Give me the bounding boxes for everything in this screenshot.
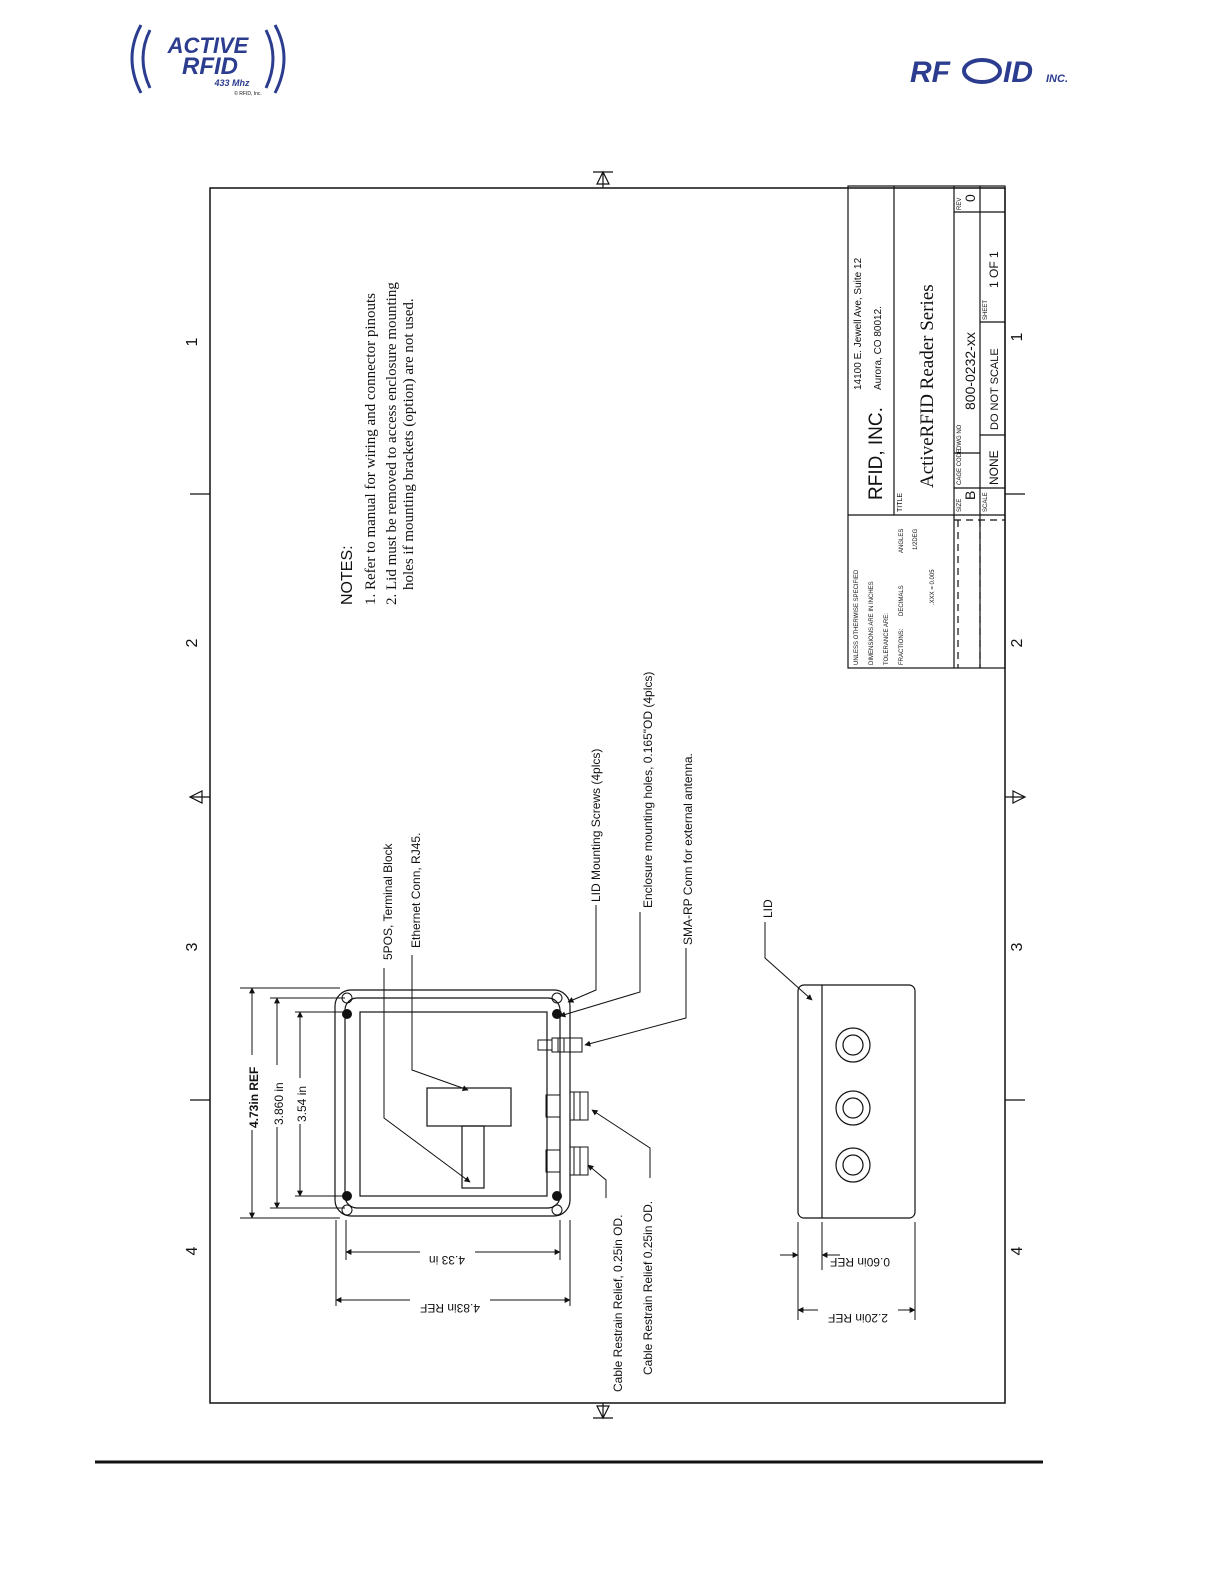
note-2-continued: holes if mounting brackets (option) are … <box>401 298 417 590</box>
lid-mounting-screw-icons <box>341 992 563 1216</box>
zone-number-right-3: 3 <box>1009 942 1026 951</box>
callout-lid: LID <box>761 899 775 918</box>
size-value: B <box>962 491 978 500</box>
tolerance-fractions: FRACTIONS: <box>899 628 905 665</box>
rev-label: REV <box>957 198 963 210</box>
side-view-gland-icons <box>835 1027 871 1183</box>
notes-block: NOTES: 1. Refer to manual for wiring and… <box>339 282 417 605</box>
rfid-logo-swoosh-icon <box>962 58 1002 84</box>
centering-marks <box>188 170 1027 1420</box>
tolerance-line-1: UNLESS OTHERWISE SPECIFIED <box>854 569 860 665</box>
note-2: 2. Lid must be removed to access enclosu… <box>384 282 400 605</box>
dim-bg-483 <box>410 1292 490 1308</box>
dimension-0-60in-ref: 0.60in REF <box>830 1255 890 1269</box>
dim-bg-354 <box>292 1078 308 1124</box>
callout-cable-strain-relief-2: Cable Restrain Relief 0.25in OD. <box>641 1201 655 1375</box>
dim-bg-3860 <box>269 1065 285 1127</box>
callout-ethernet-conn: Ethernet Conn, RJ45. <box>409 833 423 948</box>
tolerance-line-3: TOLERANCE ARE: <box>884 613 890 665</box>
zone-number-left-1: 1 <box>184 337 201 346</box>
title-block <box>847 185 1006 669</box>
dim-bg-220 <box>818 1302 898 1318</box>
dwg-no-value: 800-0232-xx <box>962 332 978 410</box>
rfid-inc-logo: RF ID INC. <box>910 56 1068 89</box>
company-address-line-1: 14100 E. Jewell Ave, Suite 12 <box>853 257 864 390</box>
logo-frequency-text: 433 Mhz <box>213 78 250 88</box>
sheet-value: 1 OF 1 <box>987 251 1001 288</box>
dimension-4-73in-ref: 4.73in REF <box>247 1067 261 1128</box>
dim-bg-473 <box>244 1055 260 1130</box>
enclosure-top-view <box>334 989 571 1217</box>
tolerance-decimal-value: .XXX = 0.005 <box>930 569 936 605</box>
zone-number-left-4: 4 <box>184 1246 201 1255</box>
callout-lid-mounting-screws: LID Mounting Screws (4plcs) <box>589 749 603 902</box>
note-1: 1. Refer to manual for wiring and connec… <box>363 293 379 605</box>
zone-number-right-1: 1 <box>1009 332 1026 341</box>
callout-terminal-block: 5POS, Terminal Block <box>381 843 395 960</box>
sheet-label: SHEET <box>983 300 989 320</box>
callout-cable-strain-relief-1: Cable Restrain Relief, 0.25in OD. <box>611 1215 625 1392</box>
zone-number-left-2: 2 <box>184 638 201 647</box>
dimension-4-33in: 4.33 in <box>429 1253 465 1267</box>
dimension-3-54in: 3.54 in <box>295 1086 309 1122</box>
callout-enclosure-mounting-holes: Enclosure mounting holes, 0.165"OD (4plc… <box>641 672 655 908</box>
tolerance-decimals: DECIMALS <box>899 585 905 616</box>
cage-code-label: CAGE CODE <box>957 449 963 485</box>
rfid-logo-id: ID <box>1003 56 1033 89</box>
title-label: TITLE <box>897 493 904 512</box>
cable-gland-icons <box>545 1091 589 1176</box>
scale-value: NONE <box>987 450 1001 485</box>
top-view-leader-lines <box>383 905 687 1198</box>
callout-sma-connector: SMA-RP Conn for external antenna. <box>681 753 695 945</box>
dimension-3-860in: 3.860 in <box>272 1082 286 1125</box>
do-not-scale: DO NOT SCALE <box>989 348 1001 430</box>
size-label: SIZE <box>957 499 963 512</box>
notes-heading: NOTES: <box>339 545 356 605</box>
zone-number-right-4: 4 <box>1009 1246 1026 1255</box>
dim-bg-433 <box>420 1244 475 1260</box>
rfid-logo-rf: RF <box>910 56 951 89</box>
zone-number-right-2: 2 <box>1009 638 1026 647</box>
dimension-2-20in-ref: 2.20in REF <box>828 1311 888 1325</box>
dimension-4-83in-ref: 4.83in REF <box>420 1301 480 1315</box>
sma-connector-icon <box>537 1037 583 1053</box>
company-name: RFID, INC. <box>866 407 887 500</box>
rfid-logo-inc: INC. <box>1046 73 1068 85</box>
drawing-frame <box>209 187 1006 1404</box>
tolerance-angles: ANGLES <box>899 529 905 553</box>
logo-copyright-text: © RFID, Inc. <box>234 90 262 97</box>
company-address-line-2: Aurora, CO 80012. <box>873 306 884 390</box>
zone-number-left-3: 3 <box>184 942 201 951</box>
enclosure-side-view <box>797 984 916 1219</box>
dwg-no-label: DWG NO <box>957 424 963 450</box>
drawing-title: ActiveRFID Reader Series <box>917 284 938 488</box>
scale-label: SCALE <box>983 492 989 512</box>
rev-value: 0 <box>962 194 978 202</box>
tolerance-angle-value: 1/2DEG <box>913 528 919 550</box>
logo-rfid-text: RFID <box>182 53 238 80</box>
zone-ticks <box>190 493 1025 1101</box>
tolerance-line-2: DIMENSIONS ARE IN INCHES <box>869 581 875 665</box>
top-view-dimension-lines <box>240 987 571 1306</box>
logo-active-text: ACTIVE <box>167 33 250 58</box>
active-rfid-logo: ACTIVE RFID 433 Mhz © RFID, Inc. <box>130 24 286 97</box>
